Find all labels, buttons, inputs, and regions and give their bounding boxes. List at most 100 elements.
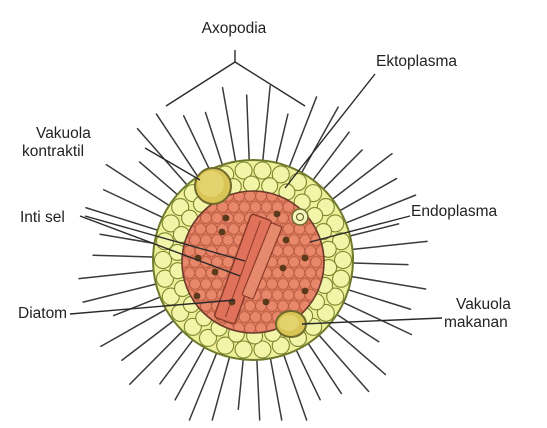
- axopodium-spine: [106, 165, 176, 210]
- axopodium-spine: [160, 334, 198, 384]
- axopodium-spine: [323, 320, 386, 374]
- nucleus-dot: [280, 265, 287, 272]
- label-diatom: Diatom: [18, 305, 67, 322]
- ectoplasm-cell: [243, 176, 259, 192]
- label-vakuola-makanan-2: makanan: [444, 314, 508, 331]
- nucleus-dot: [274, 211, 281, 218]
- axopodium-spine: [326, 154, 392, 204]
- endoplasm-cell: [212, 213, 223, 224]
- axopodium-spine: [247, 95, 250, 168]
- nucleus-dot: [219, 229, 226, 236]
- endoplasm-cell: [283, 224, 294, 235]
- ectoplasm-cell: [155, 252, 172, 269]
- endoplasm-cell: [289, 235, 300, 246]
- endoplasm-cell: [305, 268, 316, 279]
- axopodium-spine: [333, 179, 396, 215]
- axopodium-spine: [344, 241, 427, 250]
- endoplasm-cell: [283, 246, 294, 257]
- endoplasm-cell: [184, 268, 195, 279]
- ectoplasm-cell: [235, 341, 252, 358]
- axopodium-spine: [156, 114, 202, 183]
- axopodium-spine: [344, 275, 426, 289]
- food-vacuole: [276, 311, 306, 337]
- nucleus-dot: [212, 269, 219, 276]
- small-vacuole: [292, 209, 308, 225]
- nucleus-dot: [302, 288, 309, 295]
- label-vakuola-kontraktil-1: Vakuola: [36, 125, 91, 142]
- axopodium-spine: [304, 337, 342, 394]
- endoplasm-cell: [289, 257, 300, 268]
- axopodium-spine: [93, 255, 161, 257]
- axopodium-spine: [130, 325, 188, 384]
- label-axopodia: Axopodia: [202, 20, 267, 37]
- axopodium-spine: [281, 348, 306, 420]
- endoplasm-cell: [300, 235, 311, 246]
- nucleus-dot: [302, 255, 309, 262]
- nucleus-dot: [223, 215, 230, 222]
- endoplasm-cell: [212, 279, 223, 290]
- axopodium-spine: [338, 195, 415, 226]
- endoplasm-cell: [223, 235, 234, 246]
- axopodium-spine: [205, 112, 224, 172]
- endoplasm-cell: [283, 290, 294, 301]
- endoplasm-cell: [234, 213, 245, 224]
- label-vakuola-kontraktil-2: kontraktil: [22, 143, 84, 160]
- nucleus-dot: [263, 299, 270, 306]
- axopodium-spine: [262, 86, 270, 169]
- contractile-vacuole: [195, 168, 231, 204]
- axopodia-bracket: [166, 62, 305, 106]
- axopodium-spine: [257, 352, 260, 420]
- endoplasm-cell: [239, 312, 250, 323]
- endoplasm-cell: [261, 202, 272, 213]
- axopodium-spine: [101, 305, 173, 346]
- label-endoplasma: Endoplasma: [411, 203, 498, 220]
- endoplasm-cell: [267, 279, 278, 290]
- endoplasm-cell: [278, 301, 289, 312]
- nucleus-dot: [194, 293, 201, 300]
- label-inti-sel: Inti sel: [20, 209, 65, 226]
- endoplasm-cell: [201, 235, 212, 246]
- label-ektoplasma: Ektoplasma: [376, 53, 457, 70]
- endoplasm-cell: [278, 279, 289, 290]
- endoplasm-cell: [250, 202, 261, 213]
- axopodium-spine: [298, 107, 338, 180]
- endoplasm-cell: [261, 312, 272, 323]
- axopodium-spine: [175, 340, 208, 399]
- endoplasm-cell: [190, 279, 201, 290]
- endoplasm-cell: [212, 235, 223, 246]
- endoplasm-cell: [190, 235, 201, 246]
- axopodium-spine: [336, 299, 411, 334]
- axopodium-spine: [223, 88, 237, 170]
- nucleus-dot: [283, 237, 290, 244]
- endoplasm-cell: [195, 224, 206, 235]
- axopodium-spine: [122, 316, 180, 360]
- endoplasm-cell: [228, 224, 239, 235]
- ectoplasm-cell: [335, 252, 352, 269]
- endoplasm-cell: [294, 268, 305, 279]
- endoplasm-cell: [228, 202, 239, 213]
- endoplasm-cell: [294, 246, 305, 257]
- endoplasm-cell: [206, 290, 217, 301]
- axopodium-spine: [212, 349, 231, 420]
- endoplasm-cell: [184, 246, 195, 257]
- endoplasm-cell: [289, 279, 300, 290]
- endoplasm-cell: [250, 312, 261, 323]
- axopodium-spine: [345, 263, 408, 265]
- axopodium-spine: [318, 150, 362, 195]
- endoplasm-cell: [195, 268, 206, 279]
- endoplasm-cell: [289, 301, 300, 312]
- endoplasm-cell: [272, 290, 283, 301]
- endoplasm-cell: [245, 301, 256, 312]
- endoplasm-cell: [239, 202, 250, 213]
- endoplasm-cell: [201, 279, 212, 290]
- axopodium-spine: [269, 351, 282, 420]
- label-vakuola-makanan-1: Vakuola: [456, 296, 511, 313]
- endoplasm-cell: [201, 213, 212, 224]
- axopodium-spine: [308, 132, 349, 186]
- axopodium-spine: [286, 97, 316, 174]
- axopodium-spine: [79, 270, 162, 279]
- axopodium-spine: [314, 329, 369, 391]
- ectoplasm-cell: [254, 162, 271, 179]
- axopodium-spine: [83, 282, 164, 302]
